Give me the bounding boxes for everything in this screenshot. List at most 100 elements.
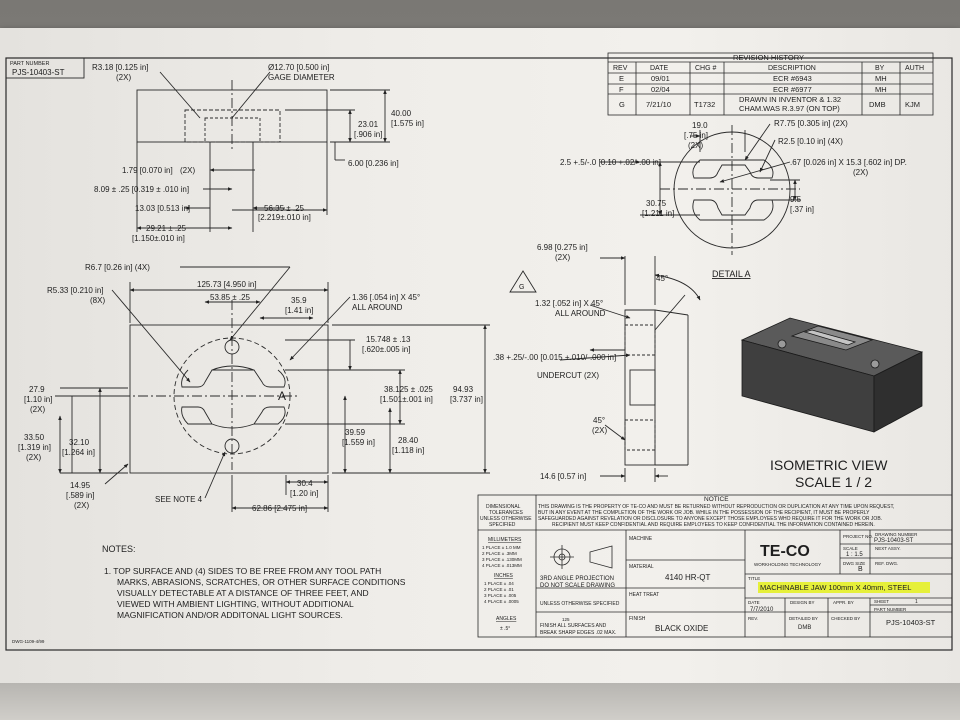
dim-304-in: [1.20 in] — [290, 489, 318, 498]
isometric-view — [740, 317, 924, 433]
detailed-by-value: DMB — [798, 625, 811, 631]
dim-809: 8.09 ± .25 [0.319 ± .010 in] — [94, 185, 189, 194]
date-value: 7/7/2010 — [750, 607, 774, 613]
dim-hole: .67 [0.026 in] X 15.3 [.602 in] DP. — [790, 158, 907, 167]
angles-value: ± .5° — [500, 626, 510, 632]
rev-row-f-rev: F — [619, 85, 624, 94]
part-number-value: PJS-10403-ST — [12, 68, 65, 77]
table-surface — [0, 683, 960, 720]
side-view — [509, 256, 701, 482]
notice-title: NOTICE — [704, 496, 729, 503]
rev-header-rev: REV — [613, 65, 628, 72]
dim-9493: 94.93 — [453, 385, 474, 394]
dim-3075: 30.75 — [646, 199, 667, 208]
rev-row-e-rev: E — [619, 74, 624, 83]
rev-header-auth: AUTH — [905, 65, 924, 72]
see-note-label: SEE NOTE 4 — [155, 495, 203, 504]
drawing-number-value: PJS-10403-ST — [874, 538, 914, 544]
project-no-label: PROJECT NO. — [843, 534, 873, 539]
sheet-border — [5, 57, 953, 651]
dim-1303: 13.03 [0.513 in] — [135, 204, 190, 213]
notice-line-2: BUT IN ANY EVENT AT THE COMPLETION OF TH… — [538, 510, 870, 516]
dim-1495: 14.95 — [70, 481, 91, 490]
rev-row-g-rev: G — [619, 100, 625, 109]
notice-line-1: THIS DRAWING IS THE PROPERTY OF TE-CO AN… — [538, 504, 894, 510]
finish-note-1: FINISH ALL SURFACES AND — [540, 623, 607, 629]
dim-95: 9.5 — [790, 195, 802, 204]
dim-179: 1.79 [0.070 in] — [122, 166, 173, 175]
dim-38125: 38.125 ± .025 — [384, 385, 433, 394]
dim-15748: 15.748 ± .13 — [366, 335, 411, 344]
dim-279: 27.9 — [29, 385, 45, 394]
dim-5635-in: [2.219±.010 in] — [258, 213, 311, 222]
dim-r533: R5.33 [0.210 in] — [47, 286, 103, 295]
checked-by-label: CHECKED BY — [831, 616, 860, 621]
rev-row-g-desc2: CHAM.WAS R.3.97 (ON TOP) — [739, 104, 840, 113]
appr-by-label: APPR. BY — [833, 600, 854, 605]
g-symbol: G — [519, 284, 524, 291]
rev-label: REV. — [748, 616, 758, 621]
angle-45: 45° — [656, 274, 668, 283]
dim-3075-in: [1.211 in] — [642, 209, 674, 218]
dim-2301-in: [.906 in] — [354, 130, 382, 139]
dim-1495-in: [.589 in] — [66, 491, 94, 500]
dim-3210: 32.10 — [69, 438, 90, 447]
finish-label: FINISH — [629, 616, 646, 622]
dwg-size-label: DWG SIZE — [843, 561, 865, 566]
dim-698: 6.98 [0.275 in] — [537, 243, 588, 252]
note-line-1: 1. TOP SURFACE AND (4) SIDES TO BE FREE … — [104, 566, 381, 576]
title-label: TITLE — [748, 576, 760, 581]
finish-symbol: 125 — [562, 617, 570, 622]
rev-row-g-date: 7/21/10 — [646, 100, 671, 109]
date-label: DATE — [748, 600, 760, 605]
dim-r533-qty: (8X) — [90, 296, 105, 305]
rev-row-f-desc: ECR #6977 — [773, 85, 812, 94]
company-tagline: WORKHOLDING TECHNOLOGY — [754, 562, 821, 567]
isometric-view-labels: ISOMETRIC VIEW SCALE 1 / 2 — [770, 457, 888, 490]
dim-3210-in: [1.264 in] — [62, 448, 95, 457]
dim-2301: 23.01 — [358, 120, 379, 129]
part-number-corner-box: PART NUMBER PJS-10403-ST — [5, 57, 85, 79]
ref-dwg-label: REF. DWG. — [875, 561, 898, 566]
detailed-by-label: DETAILED BY — [789, 616, 818, 621]
rev-header-date: DATE — [650, 65, 668, 72]
mm-2: 2 PLACE ± .3MM — [482, 551, 517, 556]
dim-2921: 29.21 ± .25 — [146, 224, 187, 233]
design-by-label: DESIGN BY — [790, 600, 815, 605]
rev-row-f-date: 02/04 — [651, 85, 670, 94]
gage-diameter-label: GAGE DIAMETER — [268, 73, 335, 82]
dim-chamfer: 1.36 [.054 in] X 45° — [352, 293, 420, 302]
undercut-label: UNDERCUT (2X) — [537, 371, 599, 380]
dim-5385: 53.85 ± .25 — [210, 293, 251, 302]
dim-2840: 28.40 — [398, 436, 419, 445]
note-line-3: VISUALLY DETECTABLE AT A DISTANCE OF THR… — [117, 588, 369, 598]
scale-value: 1 : 1.5 — [846, 552, 863, 558]
dim-undercut: .38 +.25/-.00 [0.015 +.010/-.000 in] — [493, 353, 616, 362]
dim-190-qty: (2X) — [688, 141, 703, 150]
notice-line-3: SAFEGUARDED AGAINST REVELATION OR DISCLO… — [538, 516, 882, 522]
note-line-5: MAGNIFICATION AND/OR ADDITONAL LIGHT SOU… — [117, 610, 343, 620]
detail-a-view — [600, 123, 800, 255]
projection-label: 3RD ANGLE PROJECTION — [540, 576, 614, 582]
top-view — [136, 71, 390, 232]
top-view-labels: R3.18 [0.125 in] (2X) Ø12.70 [0.500 in] … — [92, 63, 424, 243]
title-block: NOTICE THIS DRAWING IS THE PROPERTY OF T… — [477, 494, 953, 638]
no-scale-label: DO NOT SCALE DRAWING — [540, 583, 615, 589]
dim-40-in: [1.575 in] — [391, 119, 424, 128]
dim-359-in: [1.41 in] — [285, 306, 313, 315]
heat-treat-label: HEAT TREAT — [629, 592, 659, 598]
rev-header-by: BY — [875, 65, 885, 72]
dim-3350-qty: (2X) — [26, 453, 41, 462]
revision-history-table: REVISION HISTORY REV DATE CHG # DESCRIPT… — [607, 52, 934, 116]
chamfer-note: ALL AROUND — [352, 303, 403, 312]
dim-3350: 33.50 — [24, 433, 45, 442]
in-4: 4 PLACE ± .0005 — [484, 599, 519, 604]
tol-head-3: UNLESS OTHERWISE — [480, 516, 532, 522]
rev-row-f-by: MH — [875, 85, 887, 94]
finish-note-2: BREAK SHARP EDGES .02 MAX. — [540, 630, 616, 636]
in-head: INCHES — [494, 573, 514, 579]
dim-r775: R7.75 [0.305 in] (2X) — [774, 119, 848, 128]
note-line-4: VIEWED WITH AMBIENT LIGHTING, WITHOUT AD… — [117, 599, 354, 609]
side-view-labels: 6.98 [0.275 in] (2X) 45° G 1.32 [.052 in… — [493, 243, 668, 481]
